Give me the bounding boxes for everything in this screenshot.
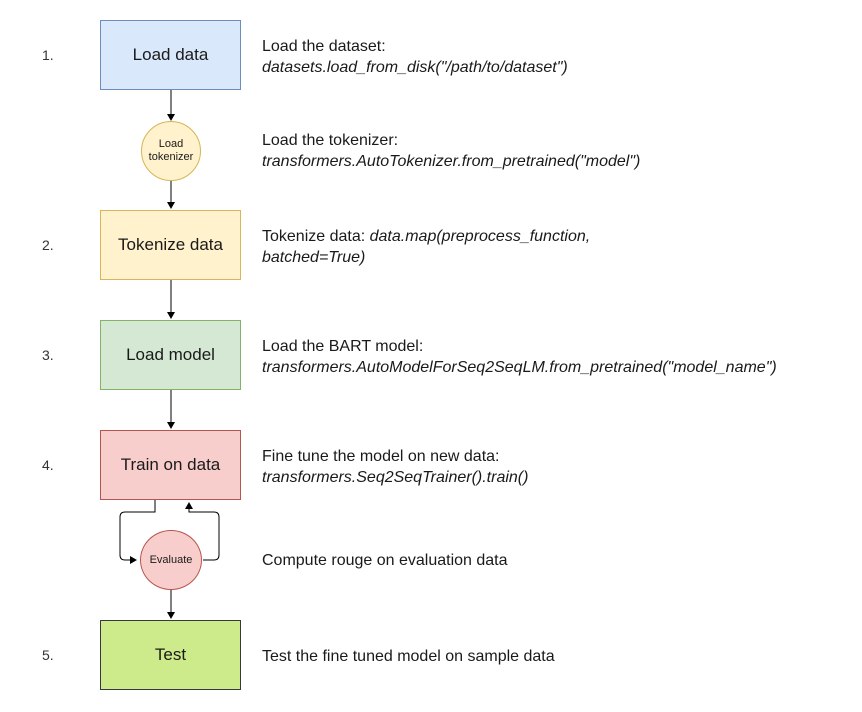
test-label: Test (154, 645, 187, 664)
load-model-description: Load the BART model: transformers.AutoMo… (262, 336, 777, 378)
test-description: Test the fine tuned model on sample data (262, 648, 555, 665)
tokenize-data-label: Tokenize data (118, 235, 223, 254)
load-data-desc-line1: Load the dataset: (262, 38, 386, 55)
step-number-3: 3. (42, 347, 54, 363)
load-model-desc-line1: Load the BART model: (262, 338, 424, 355)
step-number-2: 2. (42, 237, 54, 253)
load-tokenizer-label-line2: tokenizer (148, 151, 194, 163)
train-on-data-box: Train on data (100, 430, 241, 500)
tokenize-desc-plain: Tokenize data: (262, 228, 370, 245)
tokenize-data-box: Tokenize data (100, 210, 241, 280)
train-description: Fine tune the model on new data: transfo… (262, 446, 528, 488)
load-model-label: Load model (126, 345, 215, 364)
step-number-5: 5. (42, 647, 54, 663)
train-desc-line1: Fine tune the model on new data: (262, 448, 500, 465)
load-tokenizer-label-line1: Load (158, 138, 184, 150)
load-data-desc-code: datasets.load_from_disk("/path/to/datase… (262, 59, 568, 76)
load-tokenizer-desc-line1: Load the tokenizer: (262, 132, 399, 149)
load-tokenizer-circle: Load tokenizer (141, 121, 201, 181)
step-number-1: 1. (42, 47, 54, 63)
tokenize-desc-line2: batched=True) (262, 249, 366, 266)
load-tokenizer-description: Load the tokenizer: transformers.AutoTok… (262, 130, 640, 172)
tokenize-desc-code: data.map(preprocess_function, (369, 228, 591, 245)
arrow-evaluate-to-train (185, 502, 220, 561)
load-tokenizer-desc-code: transformers.AutoTokenizer.from_pretrain… (262, 153, 641, 170)
load-model-desc-code: transformers.AutoModelForSeq2SeqLM.from_… (262, 359, 777, 376)
arrow-train-to-evaluate (119, 500, 156, 564)
tokenize-data-description: Tokenize data: data.map(preprocess_funct… (262, 226, 590, 268)
train-on-data-label: Train on data (120, 455, 221, 474)
train-desc-code: transformers.Seq2SeqTrainer().train() (262, 469, 529, 486)
test-box: Test (100, 620, 241, 690)
load-data-description: Load the dataset: datasets.load_from_dis… (262, 36, 568, 78)
load-data-box: Load data (100, 20, 241, 90)
evaluate-circle: Evaluate (140, 530, 202, 590)
evaluate-label: Evaluate (149, 554, 193, 566)
step-number-4: 4. (42, 457, 54, 473)
evaluate-description: Compute rouge on evaluation data (262, 552, 508, 569)
load-data-label: Load data (132, 45, 209, 64)
load-model-box: Load model (100, 320, 241, 390)
